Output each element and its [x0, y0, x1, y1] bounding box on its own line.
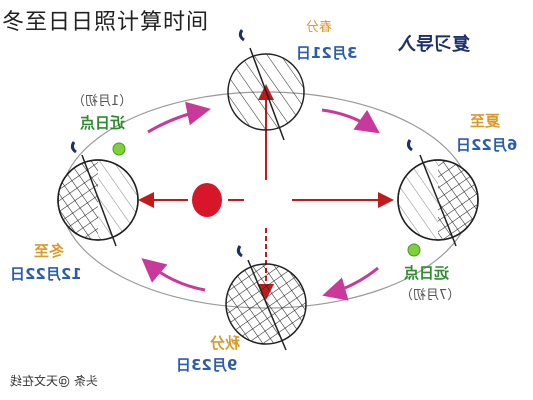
sun	[192, 183, 222, 217]
brand-watermark: 头条 @天文在线	[10, 374, 98, 388]
earth-spring-equinox	[227, 29, 305, 141]
aphelion-month: （7月初）	[400, 288, 461, 303]
earth-winter-solstice	[57, 141, 139, 247]
spring-equinox-date: 3月21日	[296, 44, 358, 62]
perihelion-name: 近日点	[80, 114, 126, 132]
orbit-arrow-bottom-left	[141, 258, 206, 292]
autumn-equinox-date: 9月23日	[176, 356, 238, 374]
aphelion-dot	[407, 243, 421, 257]
winter-solstice-name: 冬至	[34, 242, 65, 260]
autumn-equinox-name: 秋分	[210, 334, 241, 352]
aphelion-name: 远日点	[404, 264, 450, 282]
summer-solstice-name: 夏至	[470, 112, 501, 130]
perihelion-month: （1月初）	[72, 94, 133, 109]
orbit-arrow-top-right	[321, 108, 380, 134]
winter-solstice-date: 12月22日	[10, 265, 82, 283]
orbit-arrow-top-left	[147, 101, 211, 134]
page-title: 冬至日日照计算时间	[2, 10, 210, 35]
orbit-arrow-bottom-right	[322, 266, 379, 301]
summer-solstice-date: 6月22日	[456, 136, 518, 154]
perihelion-dot	[112, 142, 126, 156]
earth-autumn-equinox	[225, 245, 307, 351]
spring-equinox-name: 春分	[306, 20, 333, 35]
earth-summer-solstice	[397, 139, 479, 247]
